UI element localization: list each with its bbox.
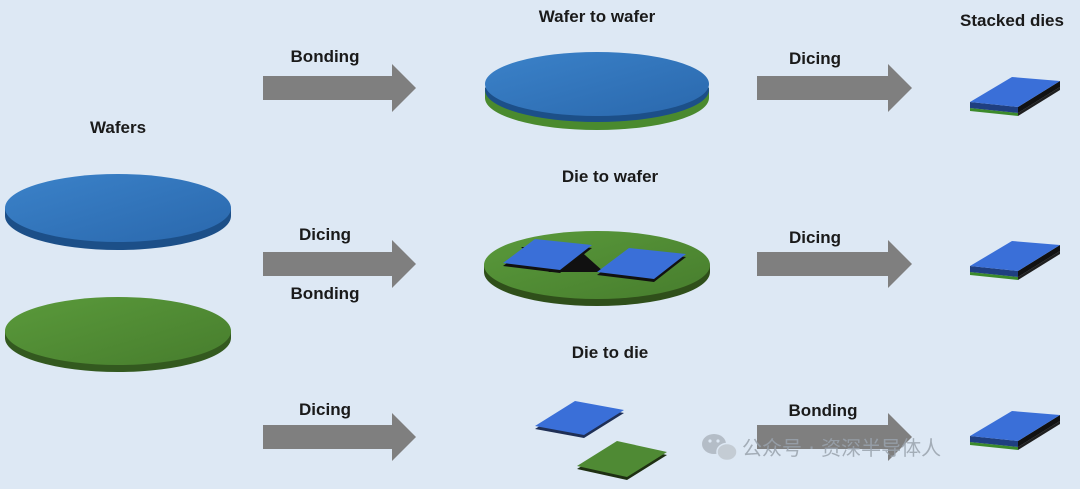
arrow-right-icon — [263, 240, 416, 288]
blue-die-single — [535, 401, 624, 438]
wafers-label: Wafers — [90, 118, 146, 137]
arrow-label-bonding-row3: Bonding — [789, 401, 858, 420]
wafer-to-wafer-label: Wafer to wafer — [539, 7, 656, 26]
die-to-die-label: Die to die — [572, 343, 649, 362]
bonded-wafer-stack — [485, 52, 709, 130]
watermark-text: 公众号 · 资深半导体人 — [742, 436, 941, 460]
stacked-die-row3 — [970, 411, 1060, 450]
arrow-right-icon — [757, 240, 912, 288]
stacked-die-row2 — [970, 241, 1060, 280]
arrow-label-bonding-row2: Bonding — [291, 284, 360, 303]
die-on-wafer-left — [503, 239, 604, 273]
stacked-dies-label: Stacked dies — [960, 11, 1064, 30]
arrow-right-icon — [757, 413, 912, 461]
green-wafer — [5, 297, 231, 372]
green-wafer-with-dies — [484, 231, 710, 306]
arrow-right-icon — [263, 64, 416, 112]
arrow-label-dicing-row2-right: Dicing — [789, 228, 841, 247]
arrow-right-icon — [263, 413, 416, 461]
blue-wafer — [5, 174, 231, 250]
arrow-label-dicing-row1: Dicing — [789, 49, 841, 68]
wechat-icon — [702, 434, 738, 462]
arrow-label-dicing-row2: Dicing — [299, 225, 351, 244]
stacked-die-row1 — [970, 77, 1060, 116]
green-die-single — [577, 441, 667, 480]
die-to-wafer-label: Die to wafer — [562, 167, 659, 186]
arrow-label-dicing-row3: Dicing — [299, 400, 351, 419]
arrow-right-icon — [757, 64, 912, 112]
arrow-label-bonding-row1: Bonding — [291, 47, 360, 66]
die-on-wafer-right — [597, 248, 686, 282]
